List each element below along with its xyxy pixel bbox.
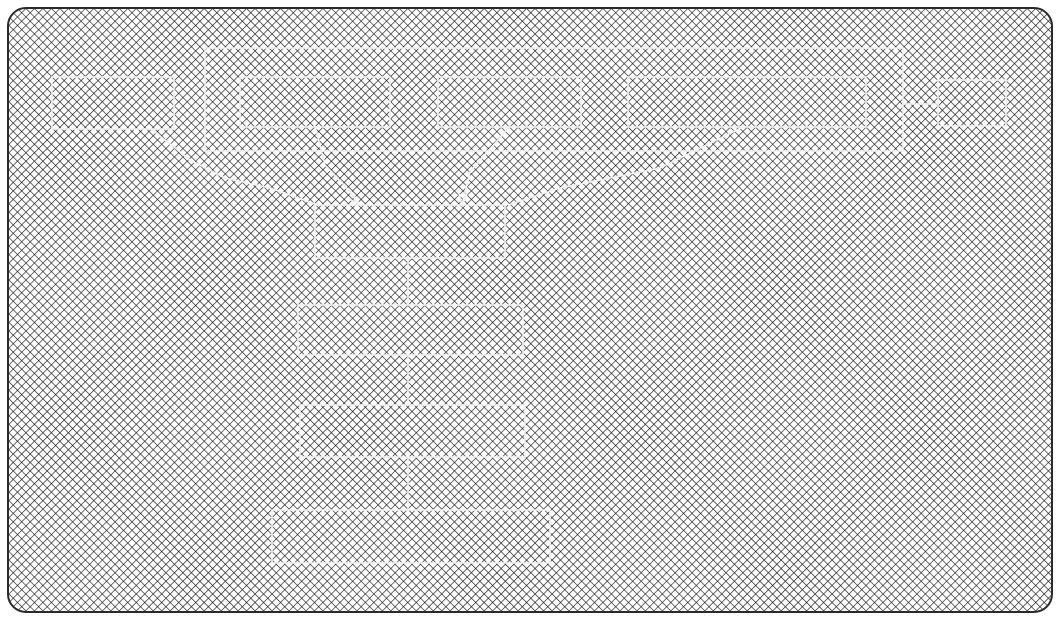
node-step-4[interactable] bbox=[271, 509, 551, 564]
node-step-2-box bbox=[297, 304, 524, 356]
node-step-3[interactable] bbox=[299, 404, 526, 458]
node-source-3[interactable] bbox=[437, 76, 582, 128]
connector-source-2-step-1 bbox=[314, 125, 361, 206]
node-step-1[interactable] bbox=[314, 204, 506, 259]
connectors bbox=[149, 103, 938, 510]
node-step-2[interactable] bbox=[297, 304, 524, 356]
node-source-left-box bbox=[51, 76, 175, 130]
node-source-2[interactable] bbox=[239, 76, 391, 128]
connector-source-4-step-1 bbox=[507, 125, 746, 206]
node-source-right-box bbox=[937, 79, 1007, 127]
node-source-left[interactable] bbox=[51, 76, 175, 130]
connector-source-3-step-1 bbox=[461, 125, 511, 206]
node-source-4-box bbox=[627, 76, 867, 128]
connector-source-left-step-1 bbox=[149, 127, 319, 206]
node-step-3-box bbox=[299, 404, 526, 458]
hatched-frame bbox=[7, 7, 1053, 613]
source-group bbox=[204, 47, 904, 152]
node-source-right[interactable] bbox=[937, 79, 1007, 127]
node-source-2-box bbox=[239, 76, 391, 128]
source-group-box bbox=[204, 47, 904, 152]
node-source-4[interactable] bbox=[627, 76, 867, 128]
node-step-1-box bbox=[314, 204, 506, 259]
node-source-3-box bbox=[437, 76, 582, 128]
node-step-4-box bbox=[271, 509, 551, 564]
